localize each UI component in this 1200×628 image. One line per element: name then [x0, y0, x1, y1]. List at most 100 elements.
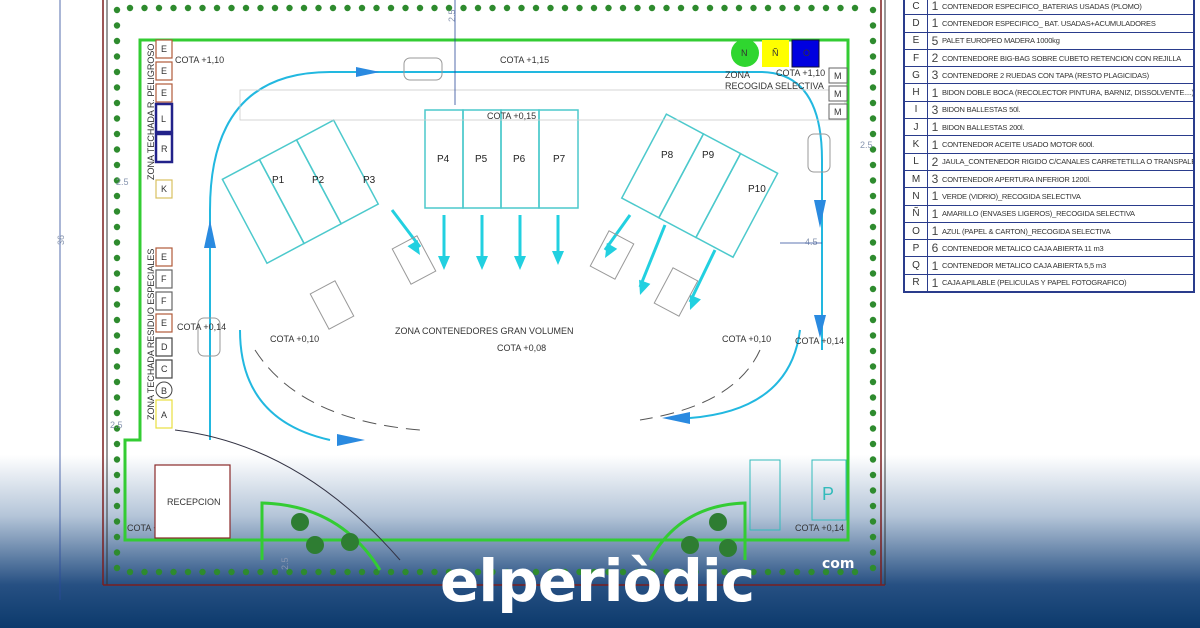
hedge-dot — [113, 146, 121, 153]
legend-qty: 6 — [931, 241, 939, 256]
hedge-dot — [869, 115, 877, 122]
hedge-dot — [808, 568, 815, 576]
hedge-dot — [663, 568, 670, 576]
arrow-down-icon — [438, 215, 450, 270]
hedge-dot — [869, 502, 877, 510]
hedge-dot — [460, 568, 467, 576]
hedge-dot — [113, 22, 121, 29]
parking-sign: P — [822, 484, 834, 504]
hedge-dot — [869, 533, 877, 541]
legend-desc: CONTENEDOR ESPECIFICO_ BAT. USADAS+ACUMU… — [942, 18, 1156, 28]
hedge-dot — [387, 568, 395, 576]
legend-qty: 3 — [931, 68, 939, 83]
legend-desc: CONTENEDOR APERTURA INFERIOR 1200l. — [942, 174, 1091, 184]
reception-building — [154, 464, 231, 539]
hedge-dot — [113, 84, 121, 91]
legend-qty: 2 — [931, 154, 939, 169]
trees — [291, 513, 737, 557]
hedge-dot — [445, 568, 453, 576]
hedge-dot — [561, 568, 569, 576]
hedge-dot — [257, 4, 264, 12]
hedge-dot — [213, 568, 221, 576]
hedge-dot — [286, 568, 293, 576]
hedge-dot — [141, 568, 148, 576]
container-p9: P9 — [702, 150, 715, 161]
hedge-dot — [822, 4, 830, 12]
hedge-dot — [286, 4, 293, 12]
hedge-dot — [126, 4, 134, 12]
legend-code: K — [905, 136, 928, 153]
hedge-dot — [402, 568, 409, 576]
legend-code: E — [905, 32, 928, 49]
hedge-dot — [503, 568, 511, 576]
hedge-dot — [869, 223, 877, 231]
hedge-dot — [837, 568, 844, 576]
legend-qty: 1 — [931, 275, 939, 290]
legend-qty: 2 — [931, 51, 939, 66]
bay-label: F — [161, 274, 167, 284]
container-p8: P8 — [661, 150, 674, 161]
hedge-dot — [445, 4, 453, 12]
hedge-dot — [869, 394, 877, 401]
hedge-dot — [869, 192, 877, 200]
zone-hazardous-label: ZONA TECHADA R. PELIGROSO — [146, 44, 156, 180]
hedge-dot — [869, 285, 877, 293]
hedge-dot — [869, 270, 877, 277]
hedge-dot — [213, 4, 221, 12]
hedge-dot — [113, 378, 121, 386]
bin-label: N — [741, 48, 748, 58]
hedge-dot — [619, 4, 627, 12]
brand-logo-tld: com — [822, 556, 855, 572]
hedge-dot — [315, 4, 322, 12]
hedge-dot — [402, 4, 409, 12]
legend-desc: AZUL (PAPEL & CARTON)_RECOGIDA SELECTIVA — [942, 226, 1111, 236]
hedge-dot — [271, 568, 279, 576]
legend-code: L — [905, 153, 928, 170]
hedge-dot — [648, 568, 656, 576]
traffic-loop-bottom — [239, 329, 801, 441]
zone-selective-label: RECOGIDA SELECTIVA — [725, 81, 824, 91]
hedge-dot — [113, 208, 121, 215]
legend-qty: 1 — [931, 0, 939, 14]
legend-qty: 3 — [931, 172, 939, 187]
arrow-down-icon — [514, 215, 526, 270]
legend-desc: CONTENEDOR METALICO CAJA ABIERTA 5,5 m3 — [942, 261, 1106, 271]
hedge-dot — [228, 4, 235, 12]
legend-code: O — [905, 222, 928, 240]
hedge-dot — [735, 4, 743, 12]
hedge-dot — [184, 4, 192, 12]
hedge-dot — [869, 254, 877, 262]
level-label: COTA +0,14 — [795, 336, 844, 346]
hedge-dot — [561, 4, 569, 12]
hedge-dot — [199, 568, 206, 576]
hedge-dot — [474, 4, 482, 12]
bay-m — [828, 67, 848, 84]
legend-code: Q — [905, 257, 928, 274]
arrow-down-icon — [476, 215, 488, 270]
arrow-right-icon — [356, 67, 380, 77]
legend-desc: VERDE (VIDRIO)_RECOGIDA SELECTIVA — [942, 191, 1081, 201]
hedge-dot — [170, 568, 177, 576]
bay-label: B — [161, 386, 167, 396]
hedge-dot — [113, 239, 121, 246]
hedge-dot — [113, 130, 121, 138]
hedge-dot — [170, 4, 177, 12]
hedge-dot — [869, 239, 877, 246]
legend-code: Ñ — [905, 205, 928, 222]
bay-label: F — [161, 296, 167, 306]
bay-e: E — [155, 61, 173, 81]
hedge-dot — [869, 161, 877, 169]
brand-logo[interactable]: elperiòdic — [440, 547, 755, 615]
unload-arrows — [390, 209, 717, 310]
bay-f: F — [155, 291, 173, 311]
hedge-dot — [113, 440, 121, 448]
bay-label: E — [161, 66, 167, 76]
hedge-dot — [779, 568, 786, 576]
